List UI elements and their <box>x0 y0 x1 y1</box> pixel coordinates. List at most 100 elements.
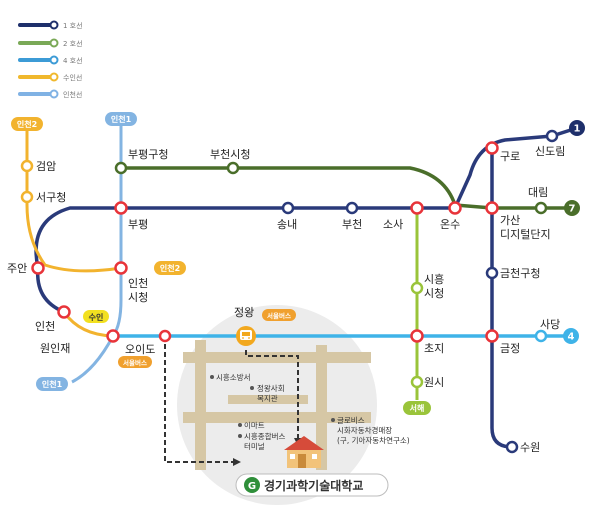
svg-text:G: G <box>248 481 256 492</box>
landmark-bus-terminal: 시흥종합버스 <box>244 431 285 441</box>
label-onsu: 온수 <box>440 218 460 231</box>
svg-text:4: 4 <box>568 332 575 343</box>
badge-seoul-bus-1: 서울버스 <box>262 309 296 321</box>
label-gasan: 가산 <box>500 214 520 227</box>
label-seogucheong: 서구청 <box>36 191 66 204</box>
station-marker-oido <box>106 329 120 343</box>
walk-path-oido <box>164 336 235 463</box>
jeongwang-station-icon <box>236 326 256 346</box>
svg-text:인천2: 인천2 <box>17 119 37 129</box>
label-geomam: 검암 <box>36 160 56 173</box>
legend-item-line4: 4 호선 <box>18 55 83 65</box>
station-marker-oido-walk <box>158 329 172 343</box>
legend-item-line2: 2 호선 <box>18 38 83 48</box>
station-marker-sadang <box>534 329 548 343</box>
legend-label: 수인선 <box>63 73 82 82</box>
station-marker-songnae <box>281 201 295 215</box>
label-gasan-2: 디지털단지 <box>500 228 551 241</box>
svg-text:7: 7 <box>569 204 576 215</box>
svg-text:서울버스: 서울버스 <box>267 311 291 320</box>
line1-incheon-route <box>36 267 65 314</box>
station-marker-geumjeong <box>485 329 499 343</box>
label-bucheon: 부천 <box>342 217 362 231</box>
station-marker-seogucheong <box>20 190 34 204</box>
badge-line7: 7 <box>564 200 580 216</box>
walk-path-jeongwang <box>245 350 299 440</box>
label-geumjeong: 금정 <box>500 342 520 355</box>
landmark-glovis-3: (구, 기아자동차연구소) <box>337 435 410 445</box>
campus-building-icon <box>284 436 324 468</box>
station-marker-sindorim <box>545 129 559 143</box>
label-bucheonsicheong: 부천시청 <box>210 147 250 161</box>
label-guro: 구로 <box>500 150 520 163</box>
inset-roads <box>183 340 371 470</box>
landmark-welfare: 정왕사회 <box>257 383 285 393</box>
legend-item-incheon: 인천선 <box>18 89 82 99</box>
line7-route <box>121 166 572 210</box>
badge-incheon1-bottom: 인천1 <box>36 377 68 391</box>
landmark-emart: 이마트 <box>244 420 265 430</box>
label-juan: 주안 <box>7 262 27 275</box>
station-marker-onsu <box>448 201 462 215</box>
landmark-welfare-2: 복지관 <box>257 393 278 403</box>
landmark-fire-station: 시흥소방서 <box>216 372 251 382</box>
station-marker-suwon <box>505 440 519 454</box>
svg-text:서울버스: 서울버스 <box>123 358 147 367</box>
line1-south-route <box>490 148 513 449</box>
station-marker-bucheonsicheong <box>226 161 240 175</box>
badge-seohae: 서해 <box>403 401 431 415</box>
label-wonsi: 원시 <box>424 376 444 389</box>
campus-inset <box>177 305 377 505</box>
legend: 1 호선 2 호선 4 호선 수인선 인천선 <box>18 20 83 99</box>
legend-label: 1 호선 <box>63 21 83 30</box>
legend-item-suin: 수인선 <box>18 72 82 82</box>
svg-text:인천1: 인천1 <box>42 379 63 389</box>
university-logo-icon <box>244 477 260 493</box>
label-songnae: 송내 <box>277 218 297 231</box>
label-bupyeong: 부평 <box>128 218 148 231</box>
station-marker-choji <box>410 329 424 343</box>
svg-text:인천1: 인천1 <box>111 114 132 124</box>
station-marker-bucheon <box>345 201 359 215</box>
landmark-glovis: 글로비스 <box>337 416 365 425</box>
landmark-glovis-2: 시화자동차경매장 <box>337 425 392 435</box>
station-marker-wonsi <box>410 375 424 389</box>
badge-incheon2-top: 인천2 <box>11 117 43 131</box>
label-daerim: 대림 <box>528 186 548 199</box>
label-bupyeonggucheong: 부평구청 <box>128 148 168 161</box>
badge-suin: 수인 <box>83 310 109 323</box>
station-marker-sosa <box>410 201 424 215</box>
inset-landmarks: 시흥소방서 정왕사회 복지관 이마트 시흥종합버스 터미널 글로비스 시화자동차… <box>210 372 410 451</box>
station-marker-incheon <box>57 305 71 319</box>
label-incheonsicheong-2: 시청 <box>128 291 148 304</box>
badge-incheon2-mid: 인천2 <box>154 261 186 275</box>
university-name: 경기과학기술대학교 <box>264 478 363 493</box>
badge-line4: 4 <box>563 328 579 344</box>
badge-line1: 1 <box>569 120 585 136</box>
station-marker-incheonsicheong <box>114 261 128 275</box>
label-sadang: 사당 <box>540 318 560 331</box>
label-sosa: 소사 <box>383 218 403 231</box>
label-suwon: 수원 <box>520 441 540 454</box>
label-choji: 초지 <box>424 342 444 355</box>
svg-text:수인: 수인 <box>89 312 104 322</box>
legend-label: 4 호선 <box>63 56 83 65</box>
station-marker-juan <box>31 261 45 275</box>
landmark-bus-terminal-2: 터미널 <box>244 442 265 451</box>
badge-incheon1-top: 인천1 <box>105 112 137 126</box>
badge-seoul-bus-2: 서울버스 <box>118 356 152 368</box>
label-siheungsicheong-2: 시청 <box>424 287 444 300</box>
svg-text:서해: 서해 <box>410 403 425 413</box>
station-marker-geomam <box>20 159 34 173</box>
svg-text:인천2: 인천2 <box>160 263 180 273</box>
station-marker-geumcheongucheong <box>485 266 499 280</box>
station-marker-gasan <box>485 201 499 215</box>
station-labels: 부평구청 부천시청 검암 서구청 부평 송내 부천 소사 온수 구로 신도림 대… <box>7 145 565 454</box>
legend-label: 2 호선 <box>63 39 83 48</box>
label-incheonsicheong: 인천 <box>128 276 148 290</box>
university-banner: G 경기과학기술대학교 <box>235 473 389 497</box>
incheon1-route <box>71 125 123 384</box>
label-woninjae: 원인재 <box>40 342 70 355</box>
